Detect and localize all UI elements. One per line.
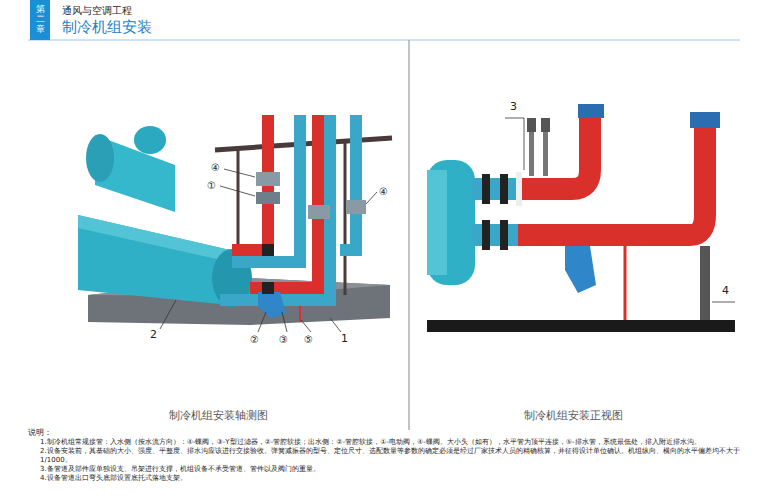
view-caption: 制冷机组安装正视图 bbox=[524, 410, 623, 423]
illustration-part bbox=[256, 192, 280, 204]
callout-number: ⑤ bbox=[304, 334, 313, 346]
illustration-part bbox=[258, 292, 286, 318]
illustration-part bbox=[28, 40, 740, 41]
illustration-part bbox=[408, 40, 410, 430]
illustration-part bbox=[220, 186, 255, 196]
illustration-part bbox=[472, 178, 520, 200]
illustration-part bbox=[78, 215, 230, 262]
illustration-part bbox=[500, 220, 508, 250]
illustration-part bbox=[134, 126, 166, 154]
illustration-part bbox=[250, 115, 318, 288]
note-text: 1.制冷机组常规接管：入水侧（按水流方向）：④-蝶阀，③-Y型过滤器，②-管腔软… bbox=[28, 438, 740, 447]
illustration-part bbox=[220, 115, 330, 300]
note-text: 2.设备安装前，其基础的大小、强度、平整度、排水沟应该进行交接验收。弹簧减振器的… bbox=[28, 447, 740, 465]
illustration-part bbox=[366, 192, 377, 204]
illustration-part bbox=[160, 300, 176, 329]
illustration-part bbox=[505, 118, 524, 119]
illustration-part bbox=[482, 220, 490, 250]
callout-number: ④ bbox=[211, 162, 220, 174]
note-text: 说明： bbox=[28, 428, 740, 438]
illustration-part bbox=[301, 320, 311, 332]
illustration-part bbox=[282, 312, 287, 332]
illustration-part bbox=[78, 215, 230, 305]
illustration-part bbox=[482, 174, 490, 204]
illustration-part bbox=[346, 200, 366, 214]
illustration-part bbox=[527, 118, 536, 132]
chapter-text: 第二章 bbox=[36, 5, 45, 35]
chapter-box: 第二章 bbox=[30, 0, 50, 40]
illustration-part bbox=[308, 205, 330, 219]
illustration-part bbox=[518, 118, 590, 189]
illustration-part bbox=[500, 174, 508, 204]
illustration-part bbox=[224, 169, 255, 177]
illustration-part bbox=[712, 302, 735, 303]
callout-number: 1 bbox=[341, 333, 348, 346]
header-rule bbox=[28, 40, 740, 430]
page-title: 制冷机组安装 bbox=[62, 19, 152, 36]
illustration-part bbox=[232, 115, 300, 262]
illustration-part bbox=[427, 170, 447, 275]
note-text: 4.设备管道出口弯头底部设置底托式落地支架。 bbox=[28, 474, 740, 483]
illustration-part bbox=[700, 246, 710, 320]
illustration-part bbox=[86, 134, 114, 182]
callout-number: ① bbox=[207, 180, 216, 192]
callout-number: 3 bbox=[510, 101, 517, 114]
illustration-part bbox=[262, 282, 274, 294]
illustration-part bbox=[524, 118, 525, 170]
callout-number: ③ bbox=[279, 334, 288, 346]
illustration-part bbox=[578, 104, 604, 118]
illustration-part bbox=[516, 172, 522, 206]
notes-block: 说明：1.制冷机组常规接管：入水侧（按水流方向）：④-蝶阀，③-Y型过滤器，②-… bbox=[28, 428, 740, 483]
front-view bbox=[427, 104, 735, 332]
illustration-part bbox=[299, 306, 301, 322]
illustration-part bbox=[330, 318, 341, 332]
illustration-part bbox=[690, 112, 720, 128]
callout-number: ② bbox=[250, 334, 259, 346]
illustration-part bbox=[624, 246, 627, 320]
illustration-part bbox=[258, 312, 266, 332]
illustration-part bbox=[565, 246, 596, 293]
illustration-part bbox=[256, 172, 280, 186]
illustration-part bbox=[427, 320, 735, 332]
illustration-part bbox=[340, 115, 356, 250]
view-caption: 制冷机组安装轴测图 bbox=[169, 410, 268, 423]
illustration-part bbox=[427, 160, 475, 285]
section-label: 通风与空调工程 bbox=[62, 5, 132, 17]
note-text: 3.备管道及部件应单独设支、吊架进行支撑，机组设备不承受管道、管件以及阀门的重量… bbox=[28, 465, 740, 474]
illustration-part bbox=[344, 140, 347, 295]
callout-number: ④ bbox=[379, 186, 388, 198]
illustration-part bbox=[262, 244, 274, 256]
callout-number: 4 bbox=[722, 285, 729, 298]
illustration-part bbox=[472, 224, 520, 246]
axonometric-view bbox=[78, 115, 392, 332]
illustration-part bbox=[541, 118, 550, 132]
callout-number: 2 bbox=[150, 329, 157, 342]
